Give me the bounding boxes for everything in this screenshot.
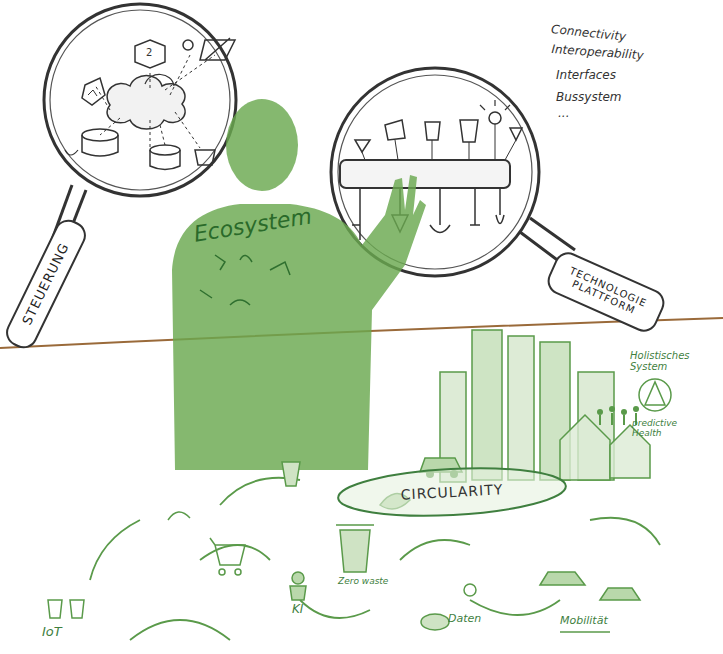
waste-bin bbox=[336, 525, 374, 572]
sketch-label: Connectivity bbox=[551, 22, 627, 44]
magnifier-handle: STEUERUNG bbox=[1, 215, 90, 353]
cycle-ellipse: CIRCULARITY bbox=[335, 461, 569, 523]
link-lines bbox=[95, 55, 215, 150]
screen-icon bbox=[200, 38, 235, 60]
robot-head bbox=[292, 572, 304, 584]
flow-arrow bbox=[470, 600, 560, 615]
data-cylinder bbox=[421, 614, 449, 630]
car bbox=[600, 588, 640, 600]
flow-arrow bbox=[400, 540, 470, 560]
lens-rim bbox=[50, 10, 230, 190]
robot-body bbox=[290, 586, 306, 600]
sketch-label: Interoperability bbox=[551, 42, 644, 62]
heart-icon bbox=[430, 188, 450, 233]
ellipse-outline bbox=[337, 463, 567, 521]
people-figures bbox=[633, 406, 639, 412]
flow-arrow bbox=[130, 620, 230, 640]
building bbox=[508, 336, 534, 480]
people-figures bbox=[600, 413, 636, 425]
sketch-mark bbox=[65, 150, 78, 155]
platform-bar bbox=[340, 160, 510, 188]
box-icon bbox=[385, 120, 405, 140]
tube-icon bbox=[496, 188, 504, 224]
bulb-symbol bbox=[464, 584, 476, 596]
triangle-icon bbox=[510, 128, 522, 140]
bulb-icon bbox=[480, 100, 510, 110]
underline-stroke bbox=[560, 631, 610, 633]
sketch-label: 2 bbox=[146, 47, 152, 58]
sketch-label: ... bbox=[558, 106, 569, 120]
sketch-label: Mobilität bbox=[560, 614, 608, 627]
ecosystem-doodle bbox=[200, 255, 290, 305]
shopping-cart bbox=[210, 538, 245, 575]
flow-arrow bbox=[90, 520, 140, 580]
database-icon bbox=[150, 145, 180, 155]
flow-arrow bbox=[590, 518, 660, 545]
magnifier-handle: TECHNOLOGIE PLATTFORM bbox=[543, 248, 669, 336]
people-figures bbox=[621, 409, 627, 415]
bulb-icon bbox=[489, 112, 501, 124]
health-symbol bbox=[645, 382, 665, 405]
flow-arrow bbox=[200, 545, 270, 560]
sketch-label: KI bbox=[292, 602, 303, 616]
sketch-label: Daten bbox=[448, 612, 481, 625]
sketch-label: Bussystem bbox=[556, 90, 621, 104]
database-icon bbox=[150, 150, 180, 170]
leaf bbox=[168, 512, 190, 520]
people-figures bbox=[609, 406, 615, 412]
database-icon bbox=[82, 135, 118, 156]
cloud-symbol bbox=[145, 74, 174, 86]
hexagon-icon bbox=[135, 40, 165, 68]
building bbox=[472, 330, 502, 480]
node-label: TECHNOLOGIE PLATTFORM bbox=[555, 261, 658, 323]
sketch-label: Interfaces bbox=[556, 68, 616, 82]
node-label: STEUERUNG bbox=[20, 241, 73, 328]
iot-devices bbox=[48, 600, 84, 618]
sketch-label: Holistisches System bbox=[630, 350, 710, 372]
people-figures bbox=[597, 409, 603, 415]
sketch-label: predictive Health bbox=[632, 418, 702, 438]
link-lines bbox=[362, 124, 516, 160]
shield-icon bbox=[82, 78, 105, 105]
pin-icon bbox=[470, 188, 480, 225]
house bbox=[560, 415, 610, 480]
cup-icon bbox=[195, 150, 215, 165]
lens-rim bbox=[44, 4, 236, 196]
sketch-label: Zero waste bbox=[338, 576, 388, 586]
triangle-icon bbox=[355, 140, 370, 152]
city-skyline bbox=[420, 330, 650, 482]
power-icon bbox=[183, 40, 193, 50]
person-silhouette bbox=[172, 175, 426, 470]
shield-icon bbox=[88, 90, 97, 96]
sketch-label: Ecosystem bbox=[192, 203, 313, 246]
car bbox=[540, 572, 585, 585]
person-head bbox=[226, 99, 298, 191]
cup-symbol bbox=[282, 462, 300, 486]
health-symbol bbox=[639, 379, 671, 411]
bin-icon bbox=[460, 120, 478, 142]
cup-icon bbox=[425, 122, 440, 140]
sketch-label: IoT bbox=[42, 624, 62, 639]
flow-arrow bbox=[300, 600, 370, 618]
